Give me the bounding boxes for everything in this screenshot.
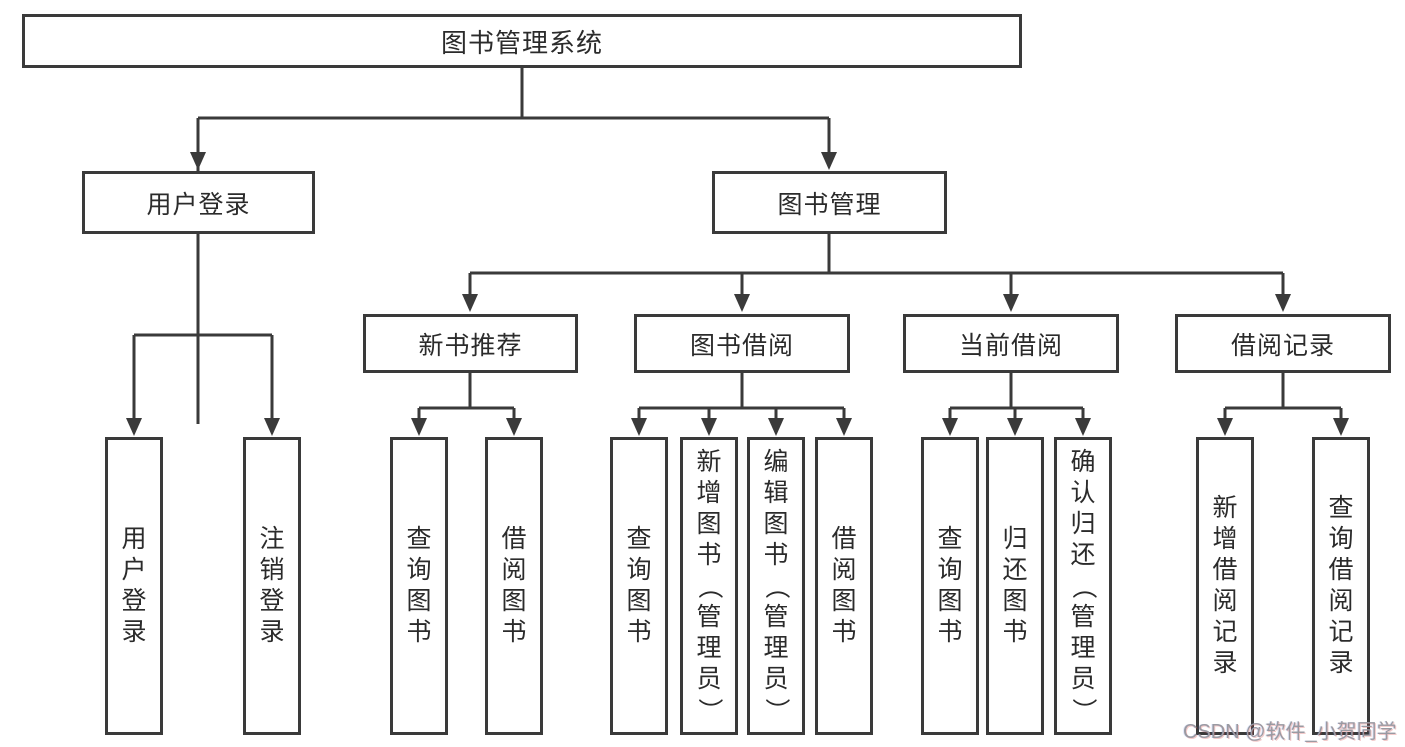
node-root-label: 图书管理系统 [440,27,603,58]
node-current-borrowing: 当前借阅 [903,314,1119,373]
leaf-recommend-borrow-books: 借阅图书 [485,437,543,735]
leaf-borrow-query-books: 查询图书 [610,437,668,735]
leaf-edit-books-admin-label: 编辑图书（管理员） [762,447,791,723]
node-current-borrowing-label: 当前借阅 [958,331,1063,360]
leaf-query-borrow-record: 查询借阅记录 [1312,437,1370,735]
leaf-logout: 注销登录 [243,437,301,735]
node-book-management: 图书管理 [712,171,947,234]
node-borrowing-records: 借阅记录 [1175,314,1391,373]
leaf-user-login: 用户登录 [105,437,163,735]
leaf-borrow-query-books-label: 查询图书 [626,525,652,646]
leaf-user-login-label: 用户登录 [121,525,147,646]
leaf-add-borrow-record: 新增借阅记录 [1196,437,1254,735]
leaf-return-books-label: 归还图书 [1002,525,1028,646]
leaf-current-query-books: 查询图书 [921,437,979,735]
leaf-current-query-books-label: 查询图书 [937,525,963,646]
leaf-edit-books-admin: 编辑图书（管理员） [747,437,805,735]
leaf-query-borrow-record-label: 查询借阅记录 [1328,494,1354,677]
leaf-borrow-books: 借阅图书 [815,437,873,735]
leaf-recommend-borrow-books-label: 借阅图书 [501,525,527,646]
csdn-watermark: CSDN @软件_小贺同学 [1183,721,1397,743]
node-new-book-recommend-label: 新书推荐 [418,331,523,360]
leaf-recommend-query-books-label: 查询图书 [406,525,432,646]
node-new-book-recommend: 新书推荐 [363,314,578,373]
leaf-add-borrow-record-label: 新增借阅记录 [1212,494,1238,677]
leaf-confirm-return-admin-label: 确认归还（管理员） [1069,447,1098,723]
node-book-management-label: 图书管理 [777,190,882,219]
node-user-login: 用户登录 [82,171,315,234]
node-book-borrowing: 图书借阅 [634,314,850,373]
leaf-logout-label: 注销登录 [259,525,285,646]
node-user-login-label: 用户登录 [146,190,251,219]
leaf-add-books-admin-label: 新增图书（管理员） [695,447,724,723]
leaf-return-books: 归还图书 [986,437,1044,735]
leaf-recommend-query-books: 查询图书 [390,437,448,735]
leaf-confirm-return-admin: 确认归还（管理员） [1054,437,1112,735]
leaf-borrow-books-label: 借阅图书 [831,525,857,646]
leaf-add-books-admin: 新增图书（管理员） [680,437,738,735]
node-book-borrowing-label: 图书借阅 [689,331,794,360]
node-borrowing-records-label: 借阅记录 [1230,331,1335,360]
node-root: 图书管理系统 [22,14,1022,68]
